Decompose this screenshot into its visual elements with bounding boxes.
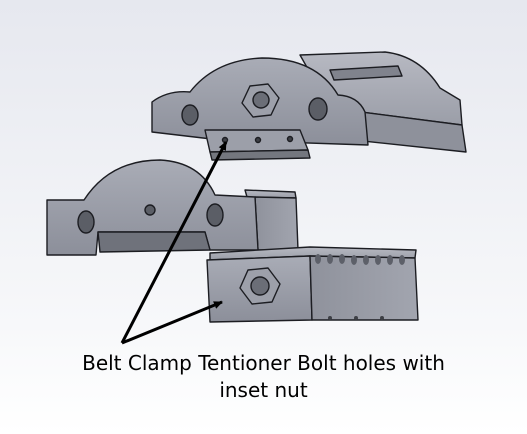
top-clamp-under-hole-2 bbox=[254, 136, 262, 144]
arrow-to-top-nut bbox=[120, 141, 228, 344]
middle-clamp-right-hole bbox=[206, 203, 224, 227]
top-clamp-part bbox=[151, 51, 467, 161]
belt-teeth bbox=[315, 254, 405, 265]
caption-line-1: Belt Clamp Tentioner Bolt holes with bbox=[82, 351, 445, 375]
callout-arrows bbox=[120, 141, 228, 345]
top-clamp-right-hole bbox=[308, 97, 328, 121]
top-clamp-slot bbox=[329, 65, 403, 81]
top-clamp-ledge-front bbox=[209, 149, 311, 161]
middle-clamp-slot bbox=[97, 231, 211, 253]
top-clamp-under-hole-3 bbox=[286, 135, 294, 143]
bottom-block-edge-holes bbox=[328, 316, 384, 320]
middle-clamp-block-side bbox=[254, 196, 299, 251]
top-clamp-nut-bore bbox=[252, 91, 270, 109]
middle-clamp-center-hole bbox=[144, 204, 156, 216]
bottom-block-part bbox=[206, 246, 419, 323]
top-clamp-left-hole bbox=[181, 104, 199, 126]
bottom-block-toothed-side bbox=[309, 255, 419, 321]
caption-line-2: inset nut bbox=[219, 378, 308, 402]
middle-clamp-left-hole bbox=[77, 210, 95, 234]
arrow-to-bottom-nut bbox=[121, 300, 223, 345]
caption: Belt Clamp Tentioner Bolt holes with ins… bbox=[0, 350, 527, 404]
bottom-block-nut-bore bbox=[250, 276, 270, 296]
